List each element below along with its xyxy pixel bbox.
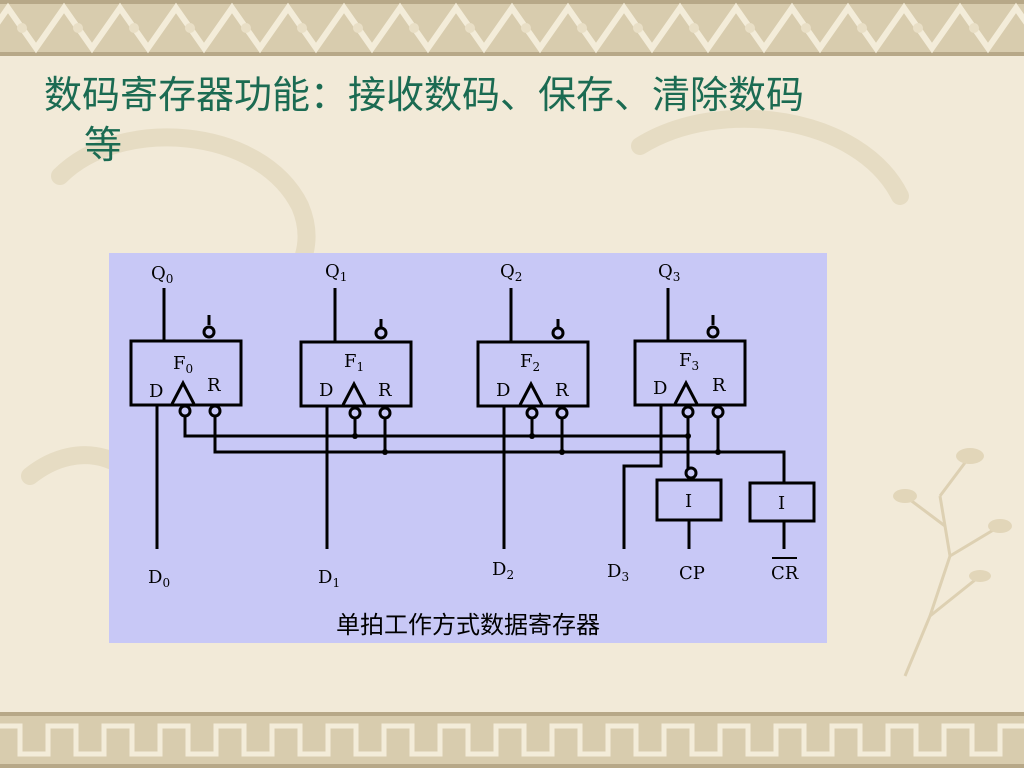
cp-buffer-output-bubble	[684, 466, 698, 480]
f2-clock-bubble	[525, 406, 539, 420]
d3-label: D3	[607, 561, 629, 584]
cr-buffer	[748, 481, 816, 523]
flip-flop-f1	[299, 340, 413, 408]
top-decorative-border	[0, 0, 1024, 56]
reset-bus	[213, 416, 786, 483]
d2-label: D2	[492, 559, 514, 582]
f0-clock-bubble	[178, 404, 192, 418]
f1-clock-bubble	[348, 406, 362, 420]
f3-d-pin-label: D	[653, 378, 667, 399]
d1-label: D1	[318, 567, 340, 590]
d3-input-line	[622, 405, 663, 549]
register-diagram-panel: Q0 Q1 Q2 Q3 F0 D R	[109, 253, 827, 643]
f0-set-bubble	[202, 325, 216, 339]
clock-bus	[183, 416, 690, 468]
cp-buffer-label: I	[685, 491, 692, 512]
bottom-decorative-border	[0, 712, 1024, 768]
cr-label: CR	[771, 563, 799, 584]
f2-set-bubble	[551, 326, 565, 340]
f0-r-pin-label: R	[207, 375, 221, 396]
q3-label: Q3	[658, 261, 680, 284]
f3-clock-bubble	[681, 405, 695, 419]
diagram-caption: 单拍工作方式数据寄存器	[336, 611, 600, 639]
f1-clock-symbol	[341, 380, 367, 406]
f0-label: F0	[173, 353, 193, 376]
f2-r-pin-label: R	[555, 380, 569, 401]
f0-d-pin-label: D	[149, 381, 163, 402]
flip-flop-f3	[633, 339, 747, 407]
flip-flop-f2	[476, 340, 590, 408]
f0-clock-symbol	[170, 379, 196, 405]
f3-r-pin-label: R	[712, 375, 726, 396]
q1-label: Q1	[325, 261, 347, 284]
slide-title-line-2: 等	[84, 123, 123, 167]
f2-clock-symbol	[518, 380, 544, 406]
q0-label: Q0	[151, 263, 173, 286]
cp-label: CP	[679, 563, 705, 584]
q2-label: Q2	[500, 261, 522, 284]
f3-reset-bubble	[711, 405, 725, 419]
register-circuit-diagram: Q0 Q1 Q2 Q3 F0 D R	[129, 261, 816, 590]
f2-reset-bubble	[555, 406, 569, 420]
f1-d-pin-label: D	[319, 380, 333, 401]
f1-r-pin-label: R	[378, 380, 392, 401]
junction-dots	[352, 433, 721, 455]
f3-set-bubble	[706, 325, 720, 339]
f2-d-pin-label: D	[496, 380, 510, 401]
f1-set-bubble	[374, 326, 388, 340]
f1-label: F1	[344, 351, 364, 374]
slide-title-line-1: 数码寄存器功能：接收数码、保存、清除数码	[44, 73, 805, 117]
slide-title: 数码寄存器功能：接收数码、保存、清除数码 等	[44, 70, 974, 170]
d0-label: D0	[148, 567, 170, 590]
f1-reset-bubble	[378, 406, 392, 420]
f3-label: F3	[679, 350, 699, 373]
f3-clock-symbol	[673, 379, 699, 405]
f2-label: F2	[520, 351, 540, 374]
cr-buffer-label: I	[778, 493, 785, 514]
f0-reset-bubble	[208, 404, 222, 418]
